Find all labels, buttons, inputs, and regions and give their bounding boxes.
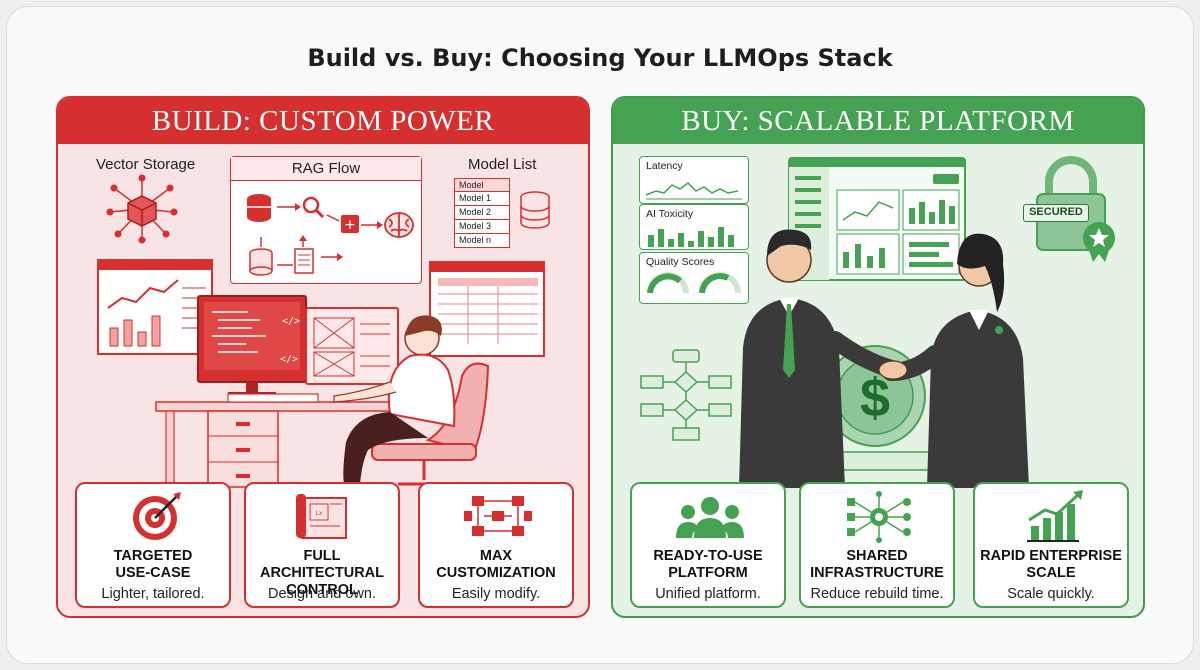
model-list-item: Model 2 xyxy=(454,206,510,220)
card-subtitle: Easily modify. xyxy=(451,586,541,602)
page-title: Build vs. Buy: Choosing Your LLMOps Stac… xyxy=(307,44,893,72)
database-icon xyxy=(247,194,271,222)
developer-desk-scene: </> </> xyxy=(128,294,508,490)
team-icon xyxy=(632,490,784,544)
table-monitor xyxy=(428,260,548,360)
network-icon xyxy=(801,490,953,544)
quality-scores-widget: Quality Scores xyxy=(639,252,749,304)
latency-label: Latency xyxy=(646,160,683,172)
card-subtitle: Unified platform. xyxy=(655,586,761,602)
model-list-item: Model 1 xyxy=(454,192,510,206)
database-icon xyxy=(518,190,552,230)
card-subtitle: Scale quickly. xyxy=(1007,586,1095,602)
vector-storage-label: Vector Storage xyxy=(96,156,196,173)
buy-banner: BUY: SCALABLE PLATFORM xyxy=(613,98,1143,144)
target-icon xyxy=(77,490,229,544)
model-list-item: Model 3 xyxy=(454,220,510,234)
rag-flow-label: RAG Flow xyxy=(291,160,361,177)
buy-panel: BUY: SCALABLE PLATFORM Latency AI Toxici… xyxy=(611,96,1145,618)
model-list-item: Model n xyxy=(454,234,510,248)
secured-badge: SECURED xyxy=(1023,204,1089,222)
svg-text:Lx: Lx xyxy=(316,510,323,517)
dashboard-screen xyxy=(787,156,967,282)
process-flowchart-icon xyxy=(637,346,737,442)
brain-icon xyxy=(384,212,414,238)
model-list-label: Model List xyxy=(468,156,537,173)
svg-text:+: + xyxy=(344,217,356,233)
ai-toxicity-label: AI Toxicity xyxy=(646,208,694,220)
model-list: Model Model 1 Model 2 Model 3 Model n xyxy=(454,178,510,248)
model-list-item: Model xyxy=(454,178,510,192)
growth-chart-icon xyxy=(975,490,1127,544)
flowchart-icon xyxy=(420,490,572,544)
quality-scores-label: Quality Scores xyxy=(646,256,715,268)
ai-toxicity-widget: AI Toxicity xyxy=(639,204,749,250)
card-subtitle: Reduce rebuild time. xyxy=(810,586,944,602)
svg-text:</>: </> xyxy=(282,316,300,327)
card-subtitle: Design and own. xyxy=(267,586,376,602)
latency-widget: Latency xyxy=(639,156,749,204)
rag-flow-diagram: RAG Flow + xyxy=(230,156,422,284)
handshake-scene: $ xyxy=(731,220,1051,488)
analytics-monitor xyxy=(96,258,216,358)
build-panel: BUILD: CUSTOM POWER Vector Storage RAG F… xyxy=(56,96,590,618)
card-subtitle: Lighter, tailored. xyxy=(101,586,205,602)
vector-storage-icon xyxy=(102,174,182,244)
build-banner: BUILD: CUSTOM POWER xyxy=(58,98,588,144)
svg-text:</>: </> xyxy=(280,354,298,365)
blueprint-icon: Lx xyxy=(246,490,398,544)
